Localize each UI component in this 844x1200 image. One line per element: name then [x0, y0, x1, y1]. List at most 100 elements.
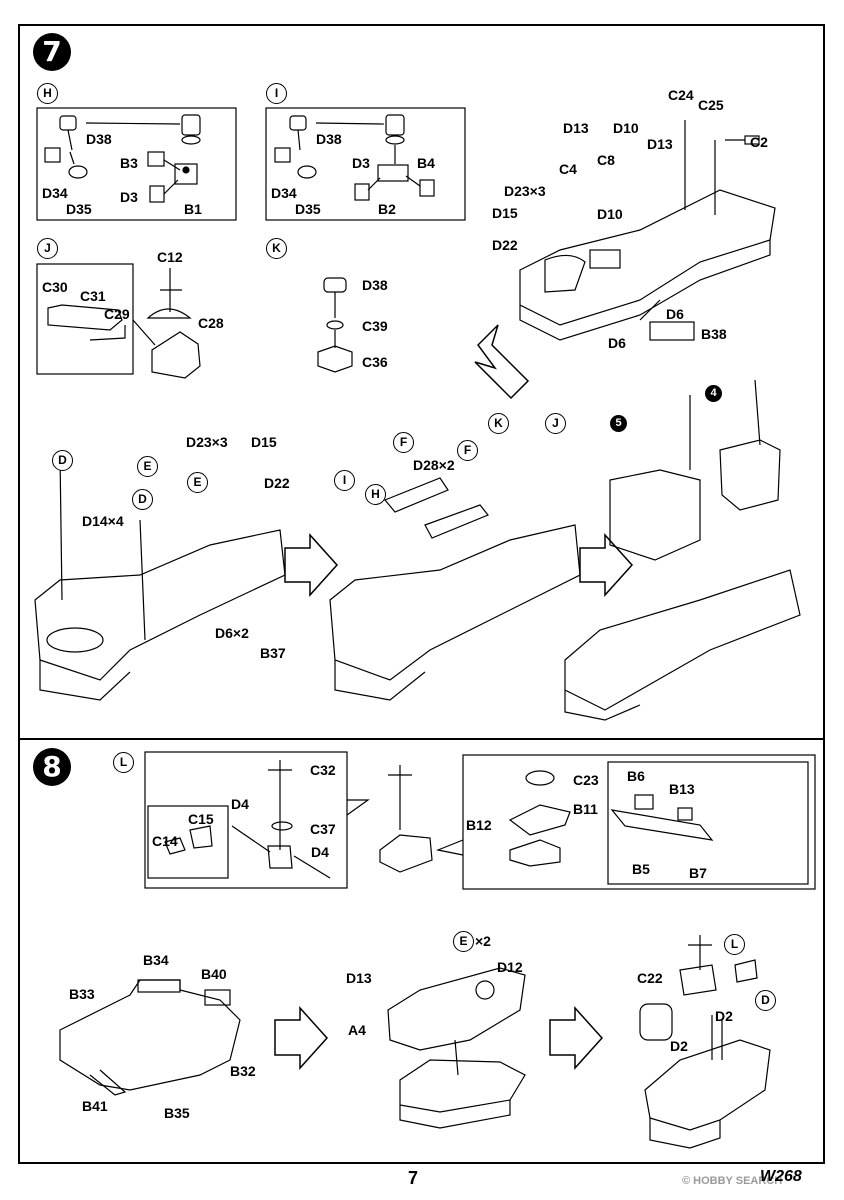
subassembly-h-marker: H: [365, 484, 386, 505]
part-label: C32: [310, 762, 336, 778]
part-label: C12: [157, 249, 183, 265]
part-label: D38: [362, 277, 388, 293]
part-label: B7: [689, 865, 707, 881]
part-label: D4: [311, 844, 329, 860]
part-label: C15: [188, 811, 214, 827]
final-assembly-step8: [639, 935, 771, 1149]
part-label: D6: [666, 306, 684, 322]
part-label: D10: [613, 120, 639, 136]
subassembly-l-marker: L: [113, 752, 134, 773]
part-label: D35: [66, 201, 92, 217]
subassembly-i-marker: I: [334, 470, 355, 491]
arrow-right-4: [549, 1006, 604, 1070]
part-label: C2: [750, 134, 768, 150]
subassembly-d-marker: D: [52, 450, 73, 471]
part-label: D23×3: [504, 183, 546, 199]
part-label: C39: [362, 318, 388, 334]
step-divider: [18, 738, 825, 740]
subassembly-f-marker: F: [457, 440, 478, 461]
part-label: ×2: [475, 933, 491, 949]
part-label: B33: [69, 986, 95, 1002]
part-k-group: [317, 277, 353, 373]
part-l-group: [164, 760, 433, 879]
box-i: [265, 107, 466, 221]
part-label: D13: [647, 136, 673, 152]
box-l2-inner: [607, 761, 809, 885]
part-i-group: [274, 114, 435, 201]
page-frame: [18, 24, 825, 1164]
part-label: D13: [563, 120, 589, 136]
subassembly-e-marker: E: [137, 456, 158, 477]
subassembly-k-marker: K: [488, 413, 509, 434]
product-code: W268: [760, 1168, 802, 1185]
hull-frame-step8: [59, 979, 241, 1096]
part-label: C30: [42, 279, 68, 295]
part-label: D14×4: [82, 513, 124, 529]
part-label: D38: [316, 131, 342, 147]
step-7-marker: 7: [33, 33, 71, 71]
hull-mid-center: [329, 477, 581, 701]
step-8-marker: 8: [33, 748, 71, 786]
part-label: D23×3: [186, 434, 228, 450]
part-label: D15: [251, 434, 277, 450]
part-label: B3: [120, 155, 138, 171]
part-label: D6×2: [215, 625, 249, 641]
page-number: 7: [408, 1168, 419, 1188]
part-label: C22: [637, 970, 663, 986]
part-l2-group: [508, 770, 714, 867]
subassembly-e-marker: E: [453, 931, 474, 952]
subassembly-k-marker: K: [266, 238, 287, 259]
subassembly-l-marker: L: [724, 934, 745, 955]
part-label: C4: [559, 161, 577, 177]
part-label: D34: [271, 185, 297, 201]
part-label: B38: [701, 326, 727, 342]
part-label: C25: [698, 97, 724, 113]
step-4-ref-marker: 4: [705, 385, 722, 402]
box-l-inner: [147, 805, 229, 879]
part-label: B37: [260, 645, 286, 661]
step-5-ref-marker: 5: [610, 415, 627, 432]
box-h: [36, 107, 237, 221]
part-label: D2: [715, 1008, 733, 1024]
part-label: B34: [143, 952, 169, 968]
box-l: [144, 751, 348, 889]
part-label: B13: [669, 781, 695, 797]
box-l2: [462, 754, 816, 890]
part-label: D28×2: [413, 457, 455, 473]
part-label: D15: [492, 205, 518, 221]
part-label: C8: [597, 152, 615, 168]
subassembly-j-marker: J: [37, 238, 58, 259]
part-label: B6: [627, 768, 645, 784]
part-label: C37: [310, 821, 336, 837]
part-label: B35: [164, 1105, 190, 1121]
part-label: D38: [86, 131, 112, 147]
part-label: D3: [352, 155, 370, 171]
part-label: C14: [152, 833, 178, 849]
arrow-right-1: [284, 533, 339, 597]
bridge-deck-assembly: [519, 120, 776, 341]
part-label: D10: [597, 206, 623, 222]
part-label: B1: [184, 201, 202, 217]
part-label: C28: [198, 315, 224, 331]
part-label: A4: [348, 1022, 366, 1038]
hull-mid-right: [564, 379, 801, 721]
part-label: C31: [80, 288, 106, 304]
arrow-diagonal: [474, 324, 530, 400]
subassembly-j-marker: J: [545, 413, 566, 434]
watermark: © HOBBY SEARCH: [682, 1175, 783, 1187]
part-label: B5: [632, 861, 650, 877]
subassembly-i-marker: I: [266, 83, 287, 104]
deck-step8: [387, 967, 526, 1129]
part-label: D22: [492, 237, 518, 253]
part-label: D22: [264, 475, 290, 491]
part-label: B11: [573, 801, 598, 817]
part-label: D6: [608, 335, 626, 351]
part-label: D4: [231, 796, 249, 812]
subassembly-f-marker: F: [393, 432, 414, 453]
subassembly-d-marker: D: [755, 990, 776, 1011]
part-label: B40: [201, 966, 227, 982]
part-j-group: [47, 268, 201, 379]
hull-mid-left: [34, 454, 286, 701]
part-label: D34: [42, 185, 68, 201]
